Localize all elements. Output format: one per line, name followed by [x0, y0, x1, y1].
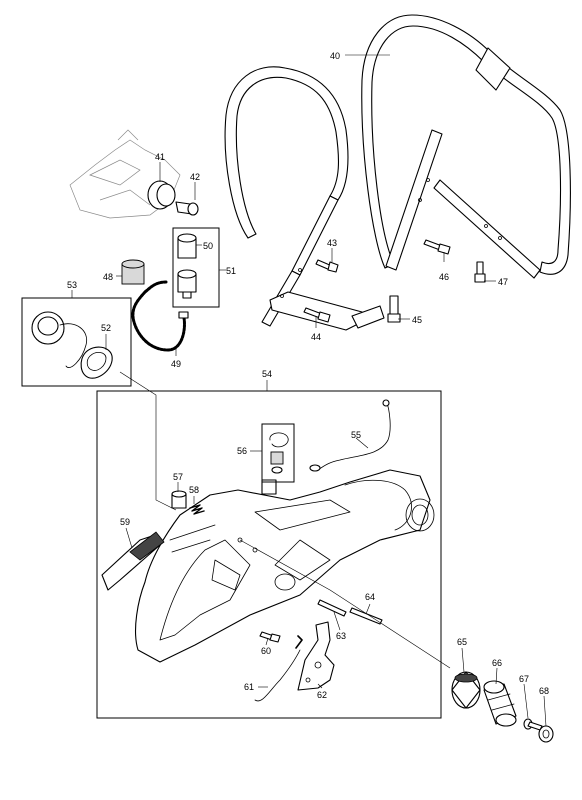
breather-42	[175, 201, 199, 216]
callout-48: 48	[103, 272, 113, 282]
pin-64	[349, 607, 383, 625]
snap-ring-56	[269, 432, 289, 474]
callout-65: 65	[457, 637, 467, 647]
callout-49: 49	[171, 359, 181, 369]
callout-66: 66	[492, 658, 502, 668]
callout-50: 50	[203, 241, 213, 251]
fuel-line-49	[131, 280, 189, 352]
cap-68	[538, 725, 554, 743]
callout-40: 40	[330, 51, 340, 61]
tank-cap-41	[147, 180, 176, 210]
callout-64: 64	[365, 592, 375, 602]
callout-56: 56	[237, 446, 247, 456]
damper-57	[171, 490, 187, 509]
bushing-66	[483, 680, 517, 727]
callout-57: 57	[173, 472, 183, 482]
plate-59	[101, 531, 165, 591]
callout-67: 67	[519, 674, 529, 684]
lever-62	[297, 621, 335, 691]
o-ring-52	[80, 346, 113, 379]
callout-41: 41	[155, 152, 165, 162]
bolt-44	[303, 307, 331, 323]
callout-55: 55	[351, 430, 361, 440]
callout-labels: 40 41 42 43 44 45 46 47 48 49 50 51 52 5…	[67, 51, 549, 700]
callout-44: 44	[311, 332, 321, 342]
callout-46: 46	[439, 272, 449, 282]
parts-56-box	[261, 423, 295, 483]
callout-68: 68	[539, 686, 549, 696]
parts-53-box	[21, 297, 132, 387]
callout-61: 61	[244, 682, 254, 692]
leader-lines	[71, 54, 547, 727]
callout-45: 45	[412, 315, 422, 325]
washer-67	[523, 718, 543, 731]
bolt-43	[315, 259, 339, 273]
spring-58	[189, 504, 205, 515]
callout-42: 42	[190, 172, 200, 182]
callout-62: 62	[317, 690, 327, 700]
callout-53: 53	[67, 280, 77, 290]
oil-cap-53	[31, 311, 88, 368]
bolt-46	[423, 239, 451, 255]
screw-60	[259, 631, 281, 643]
fuel-filter-48	[121, 259, 145, 285]
pin-63	[317, 599, 347, 617]
spring-61	[254, 635, 303, 702]
parts-54-box	[96, 390, 442, 719]
callout-43: 43	[327, 238, 337, 248]
callout-63: 63	[336, 631, 346, 641]
callout-52: 52	[101, 323, 111, 333]
callout-54: 54	[262, 369, 272, 379]
callout-58: 58	[189, 485, 199, 495]
bolt-47	[474, 261, 486, 283]
front-handle-bar	[224, 14, 571, 331]
grommet-51	[177, 269, 197, 299]
callout-59: 59	[120, 517, 130, 527]
bolt-45	[387, 295, 401, 323]
callout-51: 51	[226, 266, 236, 276]
callout-47: 47	[498, 277, 508, 287]
wire-55	[309, 399, 391, 472]
grommet-50	[177, 233, 197, 259]
tank-cap-reference-sketch	[69, 129, 181, 219]
parts-51-box	[172, 227, 220, 308]
bushing-65	[451, 671, 481, 709]
callout-60: 60	[261, 646, 271, 656]
